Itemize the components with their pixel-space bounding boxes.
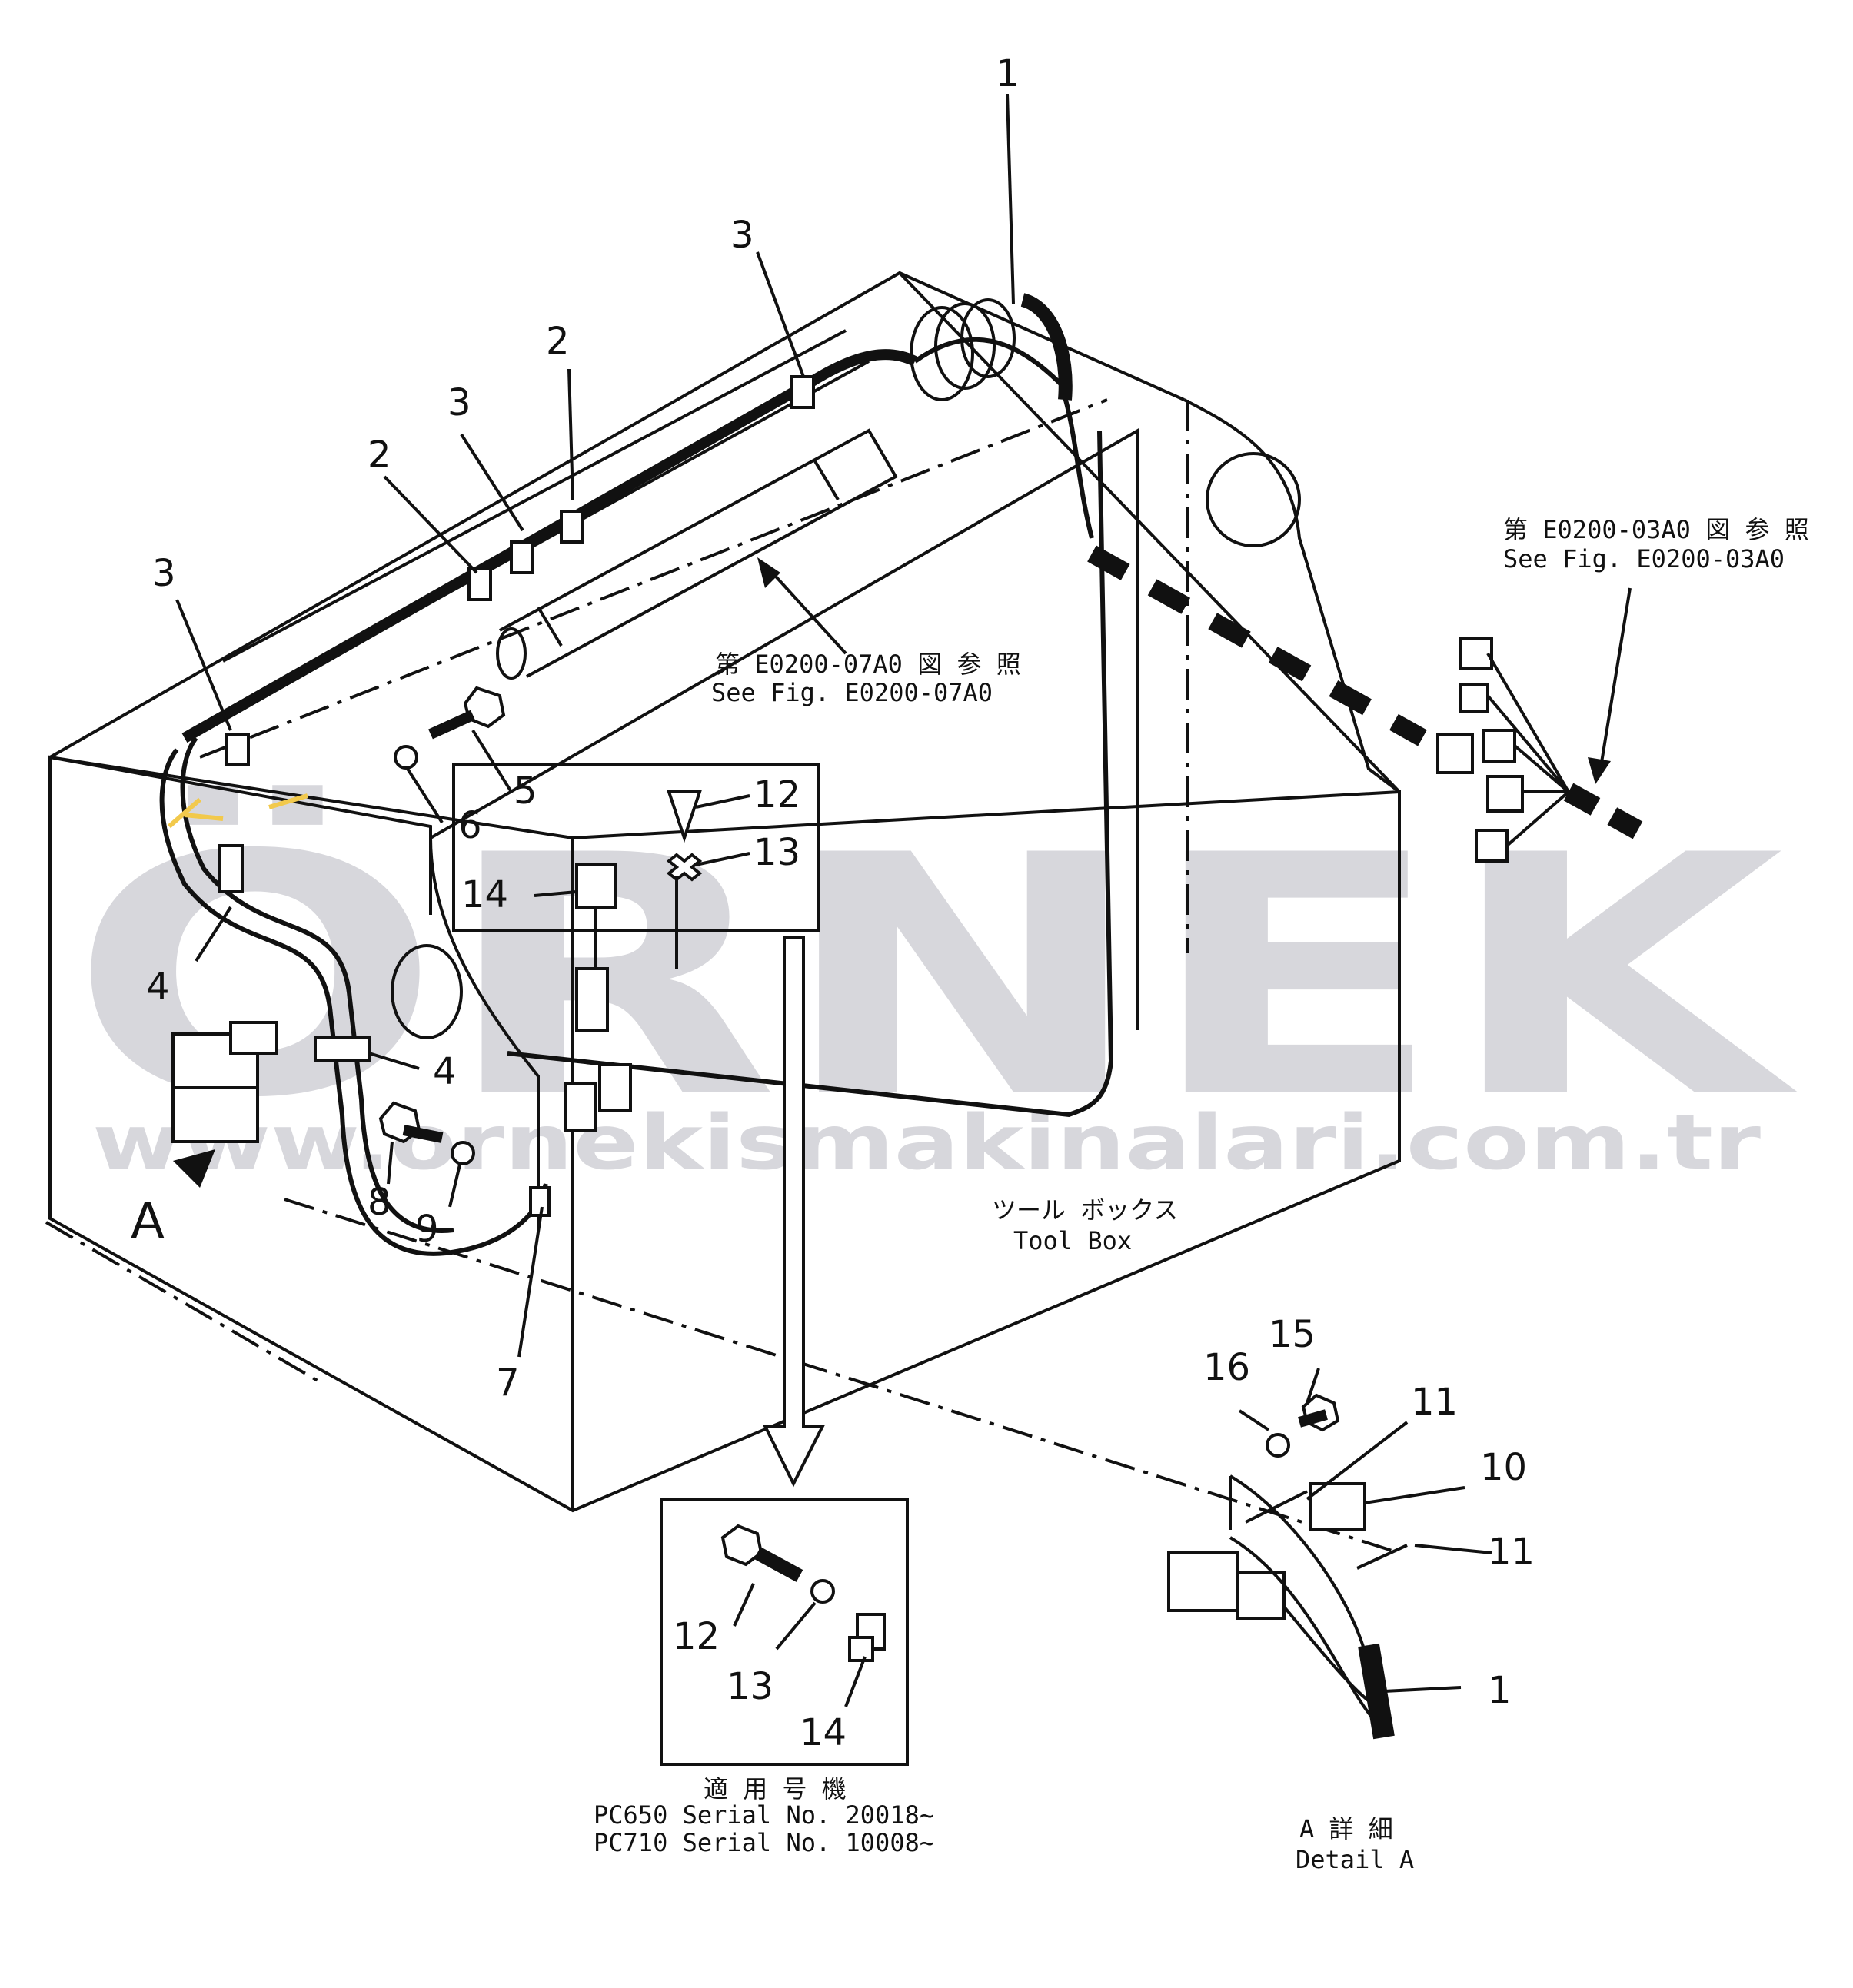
callout-3-top: 3 <box>730 214 754 257</box>
detail-en: Detail A <box>1296 1845 1414 1874</box>
watermark: ÖRNEK www.ornekismakinalari.com.tr <box>69 782 1800 1187</box>
toolbox-jp: ツール ボックス <box>992 1195 1178 1225</box>
callout-6: 6 <box>458 804 482 847</box>
callout-9: 9 <box>415 1208 439 1251</box>
serial-line-2: PC710 Serial No. 10008~ <box>594 1828 934 1857</box>
detail-jp: A 詳 細 <box>1299 1814 1393 1843</box>
down-arrow <box>762 936 826 1488</box>
remote-connectors <box>1436 637 1643 863</box>
callout-2-left: 2 <box>368 434 391 477</box>
callout-15-detail: 15 <box>1269 1313 1316 1356</box>
serial-jp: 適 用 号 機 <box>704 1774 847 1803</box>
inset-top <box>452 763 820 969</box>
callout-numbers: 1 3 2 3 2 3 5 6 4 4 8 9 7 12 13 14 12 13… <box>131 52 1535 1754</box>
callout-13-inset: 13 <box>727 1665 773 1708</box>
callout-8: 8 <box>368 1181 391 1224</box>
grommet <box>910 298 1016 401</box>
ref-mid-en: See Fig. E0200-07A0 <box>711 678 993 707</box>
callout-3-left: 3 <box>152 552 176 595</box>
switch-assembly <box>564 967 632 1132</box>
accent-marks <box>168 793 308 829</box>
pipe <box>496 428 898 680</box>
callout-5: 5 <box>514 770 537 813</box>
wire-harness <box>159 293 1427 1256</box>
view-arrow-label-a: A <box>131 1193 165 1250</box>
ref-mid-jp: 第 E0200-07A0 図 参 照 <box>715 650 1021 679</box>
text-notes: 第 E0200-03A0 図 参 照 See Fig. E0200-03A0 第… <box>594 515 1809 1874</box>
callout-7: 7 <box>496 1361 520 1405</box>
callout-11-detail-top: 11 <box>1411 1381 1458 1424</box>
serial-line-1: PC650 Serial No. 20018~ <box>594 1800 934 1830</box>
callout-1-detail: 1 <box>1488 1669 1512 1712</box>
callout-13: 13 <box>754 831 800 874</box>
callout-11-detail-bottom: 11 <box>1488 1531 1535 1574</box>
toolbox-en: Tool Box <box>1013 1226 1132 1255</box>
arrowheads <box>173 557 1611 1188</box>
callout-4-upper: 4 <box>146 966 170 1009</box>
detail-a-drawing <box>1167 1393 1408 1740</box>
clamps <box>218 375 815 1217</box>
callout-14: 14 <box>461 873 508 916</box>
connector-block-a <box>171 1021 278 1143</box>
callout-12: 12 <box>754 773 800 816</box>
callout-3-mid: 3 <box>447 381 471 424</box>
callout-4-lower: 4 <box>433 1050 457 1093</box>
watermark-brand: ÖRNEK <box>69 782 1800 1170</box>
callout-10-detail: 10 <box>1480 1446 1527 1489</box>
leader-lines <box>175 93 1632 1707</box>
ref-top-en: See Fig. E0200-03A0 <box>1503 544 1785 573</box>
ref-top-jp: 第 E0200-03A0 図 参 照 <box>1503 515 1809 544</box>
callout-12-inset: 12 <box>673 1615 720 1658</box>
callout-2-right: 2 <box>546 320 570 363</box>
bolts <box>378 686 506 1165</box>
callout-14-inset: 14 <box>800 1711 847 1754</box>
callout-1: 1 <box>996 52 1020 95</box>
callout-16-detail: 16 <box>1203 1346 1250 1389</box>
inset-serial <box>660 1498 909 1766</box>
